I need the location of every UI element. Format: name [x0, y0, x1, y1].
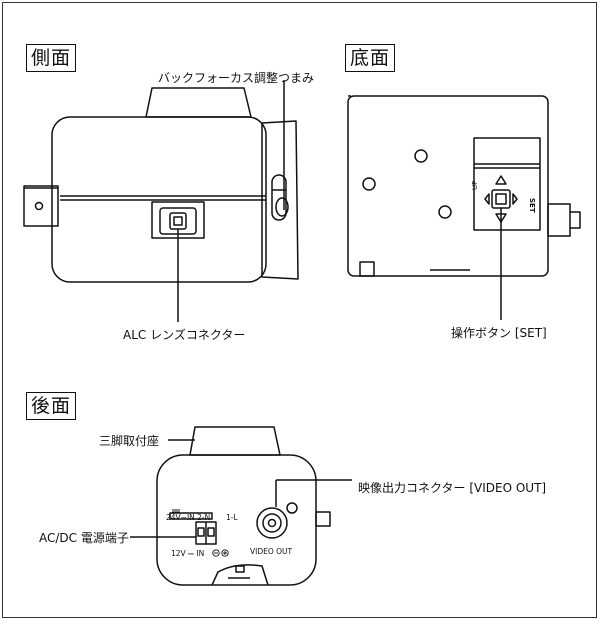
callout-back-focus-knob: バックフォーカス調整つまみ — [158, 71, 315, 85]
mark-up: UP — [471, 181, 479, 190]
callout-tripod-mount: 三脚取付座 — [99, 434, 160, 448]
section-label-side: 側面 — [26, 44, 77, 72]
mark-power-1l: 1-L — [226, 513, 238, 522]
callout-alc-lens-connector: ALC レンズコネクター — [123, 328, 246, 342]
mark-power-line2: 12V ⎓ IN — [171, 549, 204, 558]
callout-ac-dc-power-terminal: AC/DC 電源端子 — [39, 531, 129, 545]
callout-set-button: 操作ボタン [SET] — [451, 326, 547, 340]
side-view-camera — [23, 80, 299, 322]
callout-video-out-connector: 映像出力コネクター [VIDEO OUT] — [358, 481, 547, 495]
bottom-view-camera — [347, 95, 581, 320]
section-label-rear: 後面 — [26, 392, 77, 420]
mark-video-out: VIDEO OUT — [250, 547, 293, 556]
polarity-icon — [172, 509, 229, 557]
mark-power-line1: 24V∼IN 2-N — [166, 513, 210, 522]
mark-set: SET — [528, 198, 536, 213]
section-label-bottom: 底面 — [345, 44, 396, 72]
rear-view-camera — [130, 426, 352, 586]
